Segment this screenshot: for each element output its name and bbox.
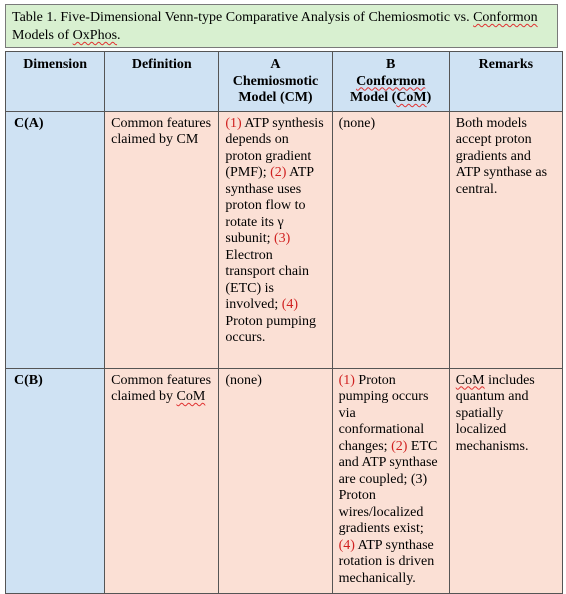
- caption-mid: Models of: [12, 28, 73, 43]
- item-text: Proton pumping occurs via conformational…: [338, 372, 429, 454]
- caption-oxphos: OxPhos: [72, 28, 118, 43]
- caption-suffix: .: [117, 28, 121, 43]
- row-cb-remarks: CoM includes quantum and spatially local…: [448, 367, 564, 594]
- header-b-letter: B: [386, 57, 396, 72]
- caption-prefix: Table 1. Five-Dimensional Venn-type Comp…: [12, 10, 474, 25]
- row-cb-chemiosmotic: (none): [218, 367, 333, 594]
- row-ca-remarks: Both models accept proton gradients and …: [448, 110, 564, 369]
- item-text: ETC and ATP synthase are coupled;: [338, 438, 438, 487]
- item-number: (4): [338, 537, 355, 553]
- header-b-close: ): [426, 90, 432, 105]
- table-caption: Table 1. Five-Dimensional Venn-type Comp…: [5, 4, 558, 48]
- header-b-com: CoM: [396, 90, 427, 105]
- row-ca-definition: Common features claimed by CM: [104, 110, 220, 369]
- remarks-text: includes quantum and spatially localized…: [455, 372, 535, 454]
- item-number: (1): [225, 115, 242, 131]
- header-dimension: Dimension: [4, 51, 106, 112]
- item-text: Electron transport chain (ETC) is involv…: [225, 247, 309, 313]
- row-cb-definition: Common features claimed by CoM: [104, 367, 220, 594]
- row-ca-conformon: (none): [331, 110, 450, 369]
- definition-text: Common features claimed by: [111, 372, 212, 405]
- row-cb-dimension: C(B): [4, 367, 106, 594]
- item-number: (4): [281, 297, 299, 312]
- caption-conformon: Conformon: [473, 10, 538, 25]
- header-remarks: Remarks: [448, 51, 564, 112]
- header-b-conformon: Conformon: [356, 73, 426, 89]
- item-number: (1): [338, 372, 355, 388]
- item-text: Proton wires/localized gradients exist;: [338, 488, 424, 536]
- item-text: ATP synthase uses proton flow to rotate …: [225, 165, 314, 246]
- item-number: (3): [410, 471, 428, 487]
- item-text: ATP synthesis depends on proton gradient…: [225, 115, 324, 181]
- item-text: ATP synthase rotation is driven mechanic…: [338, 537, 435, 586]
- header-definition: Definition: [104, 51, 220, 112]
- item-text: Proton pumping occurs.: [225, 313, 316, 346]
- header-a-letter: A: [270, 57, 281, 72]
- table-row: C(B) Common features claimed by CoM (non…: [4, 367, 564, 594]
- item-number: (2): [391, 438, 408, 454]
- header-row: Dimension Definition A Chemiosmotic Mode…: [4, 51, 564, 112]
- table-row: C(A) Common features claimed by CM (1) A…: [4, 110, 564, 369]
- venn-comparison-table: Dimension Definition A Chemiosmotic Mode…: [4, 51, 564, 594]
- remarks-com: CoM: [455, 372, 485, 388]
- header-b-model: Model (: [350, 90, 397, 105]
- definition-com: CoM: [176, 389, 206, 404]
- row-ca-chemiosmotic: (1) ATP synthesis depends on proton grad…: [218, 110, 333, 369]
- row-ca-dimension: C(A): [4, 110, 106, 369]
- row-cb-conformon: (1) Proton pumping occurs via conformati…: [331, 367, 450, 594]
- header-a-name: Chemiosmotic Model (CM): [232, 73, 319, 106]
- item-number: (2): [270, 165, 287, 180]
- item-number: (3): [274, 231, 291, 246]
- header-a: A Chemiosmotic Model (CM): [218, 51, 333, 112]
